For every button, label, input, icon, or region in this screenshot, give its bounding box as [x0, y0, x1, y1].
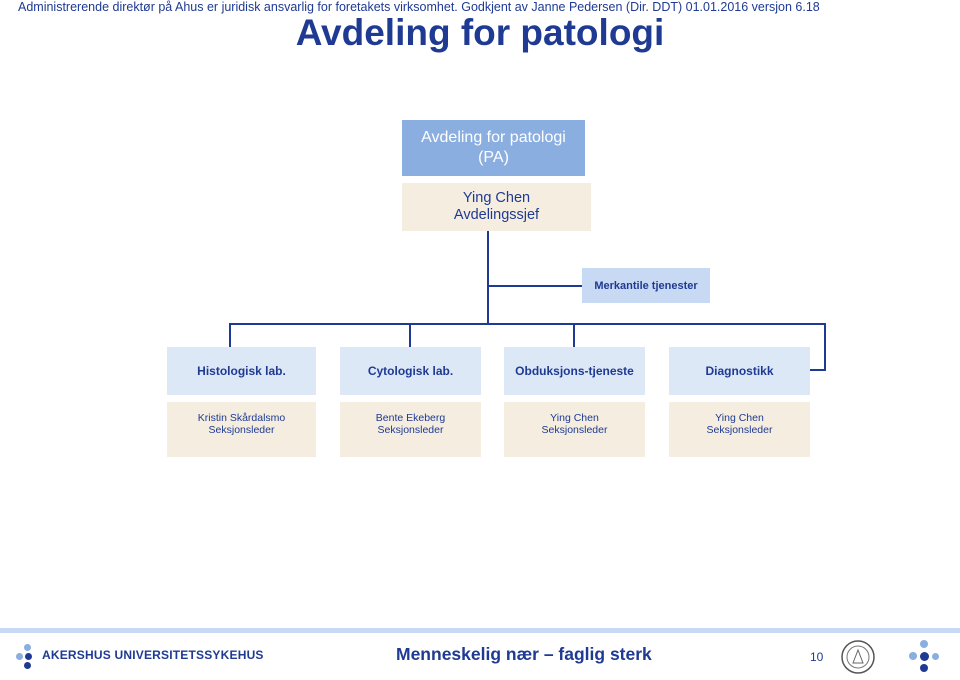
section-name: Diagnostikk: [705, 364, 774, 378]
section-leader-name: Bente Ekeberg: [375, 412, 446, 424]
connector-cytologi: [409, 323, 411, 347]
section-leader-role: Seksjonsleder: [706, 424, 773, 436]
department-name: Avdeling for patologi: [421, 129, 566, 146]
staff-unit-label: Merkantile tjenester: [594, 279, 698, 292]
section-box-histologi: Histologisk lab.: [167, 347, 316, 395]
section-leader-name: Ying Chen: [550, 412, 599, 424]
connector-obduksjon: [573, 323, 575, 347]
connector-horizontal: [229, 323, 826, 325]
section-box-cytologi: Cytologisk lab.: [340, 347, 481, 395]
section-leader-role: Seksjonsleder: [377, 424, 444, 436]
connector-histologi: [229, 323, 231, 347]
section-leader-role: Seksjonsleder: [541, 424, 608, 436]
section-leader-box-obduksjon: Ying Chen Seksjonsleder: [504, 402, 645, 457]
department-box: Avdeling for patologi (PA): [402, 120, 585, 176]
section-box-obduksjon: Obduksjons-tjeneste: [504, 347, 645, 395]
department-head-box: Ying Chen Avdelingssjef: [402, 183, 591, 231]
section-name: Obduksjons-tjeneste: [515, 364, 634, 378]
university-seal-icon: [840, 639, 876, 675]
page-title: Avdeling for patologi: [295, 12, 665, 53]
footer-divider: [0, 628, 960, 633]
section-leader-box-diagnostikk: Ying Chen Seksjonsleder: [669, 402, 810, 457]
ahus-logo-icon: [16, 644, 38, 670]
section-leader-name: Kristin Skårdalsmo: [197, 412, 286, 424]
department-head-name: Ying Chen: [462, 190, 531, 206]
dots-logo-icon: [906, 640, 942, 674]
section-name: Histologisk lab.: [197, 364, 286, 378]
section-leader-role: Seksjonsleder: [208, 424, 275, 436]
footer-logo-text: AKERSHUS UNIVERSITETSSYKEHUS: [42, 648, 264, 662]
section-leader-box-cytologi: Bente Ekeberg Seksjonsleder: [340, 402, 481, 457]
connector-head-down: [487, 231, 489, 323]
footer-slogan: Menneskelig nær – faglig sterk: [396, 644, 652, 664]
staff-unit-box: Merkantile tjenester: [582, 268, 710, 303]
department-code: (PA): [478, 149, 509, 166]
department-head-role: Avdelingssjef: [453, 207, 540, 223]
section-box-diagnostikk: Diagnostikk: [669, 347, 810, 395]
section-leader-name: Ying Chen: [715, 412, 764, 424]
section-leader-box-histologi: Kristin Skårdalsmo Seksjonsleder: [167, 402, 316, 457]
connector-diagnostikk-stub: [810, 369, 826, 371]
connector-staff: [489, 285, 582, 287]
page-number: 10: [810, 650, 824, 664]
connector-diagnostikk-right: [824, 323, 826, 371]
approval-note: Administrerende direktør på Ahus er juri…: [18, 0, 820, 14]
section-name: Cytologisk lab.: [367, 364, 454, 378]
